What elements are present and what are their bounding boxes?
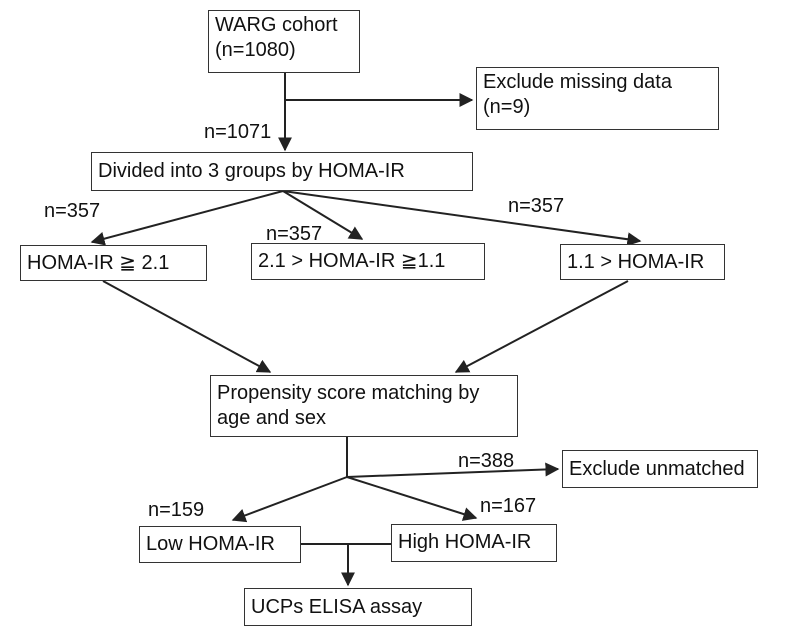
box-warg-cohort: WARG cohort (n=1080) bbox=[208, 10, 360, 73]
arrow-divided-to-mid bbox=[282, 190, 364, 240]
box-low-homa-ir: Low HOMA-IR bbox=[139, 526, 301, 563]
box-group-homa-low: 1.1 > HOMA-IR bbox=[560, 244, 725, 280]
box-divided-groups: Divided into 3 groups by HOMA-IR bbox=[91, 152, 473, 191]
arrow-psm-to-low bbox=[231, 476, 348, 523]
label-n-167: n=167 bbox=[480, 495, 537, 517]
label-n-357-mid: n=357 bbox=[266, 223, 323, 245]
arrow-divided-to-low bbox=[282, 190, 642, 247]
box-ucps-elisa-assay: UCPs ELISA assay bbox=[244, 588, 472, 626]
arrow-low-to-psm bbox=[454, 280, 629, 373]
box-exclude-missing-data: Exclude missing data (n=9) bbox=[476, 67, 719, 130]
label-n-1071: n=1071 bbox=[204, 121, 272, 143]
label-n-357-right: n=357 bbox=[508, 195, 565, 217]
box-high-homa-ir: High HOMA-IR bbox=[391, 524, 557, 562]
arrow-high-to-psm bbox=[102, 280, 272, 373]
label-n-388: n=388 bbox=[458, 450, 515, 472]
arrow-psm-to-high bbox=[346, 476, 478, 521]
arrow-divided-to-high bbox=[90, 190, 284, 246]
box-propensity-score-matching: Propensity score matching by age and sex bbox=[210, 375, 518, 437]
arrow-to-exclude-unmatched bbox=[346, 462, 560, 478]
label-n-357-left: n=357 bbox=[44, 200, 101, 222]
box-exclude-unmatched: Exclude unmatched bbox=[562, 450, 758, 488]
box-group-homa-mid: 2.1 > HOMA-IR ≧1.1 bbox=[251, 243, 485, 280]
label-n-159: n=159 bbox=[148, 499, 205, 521]
box-group-homa-high: HOMA-IR ≧ 2.1 bbox=[20, 245, 207, 281]
